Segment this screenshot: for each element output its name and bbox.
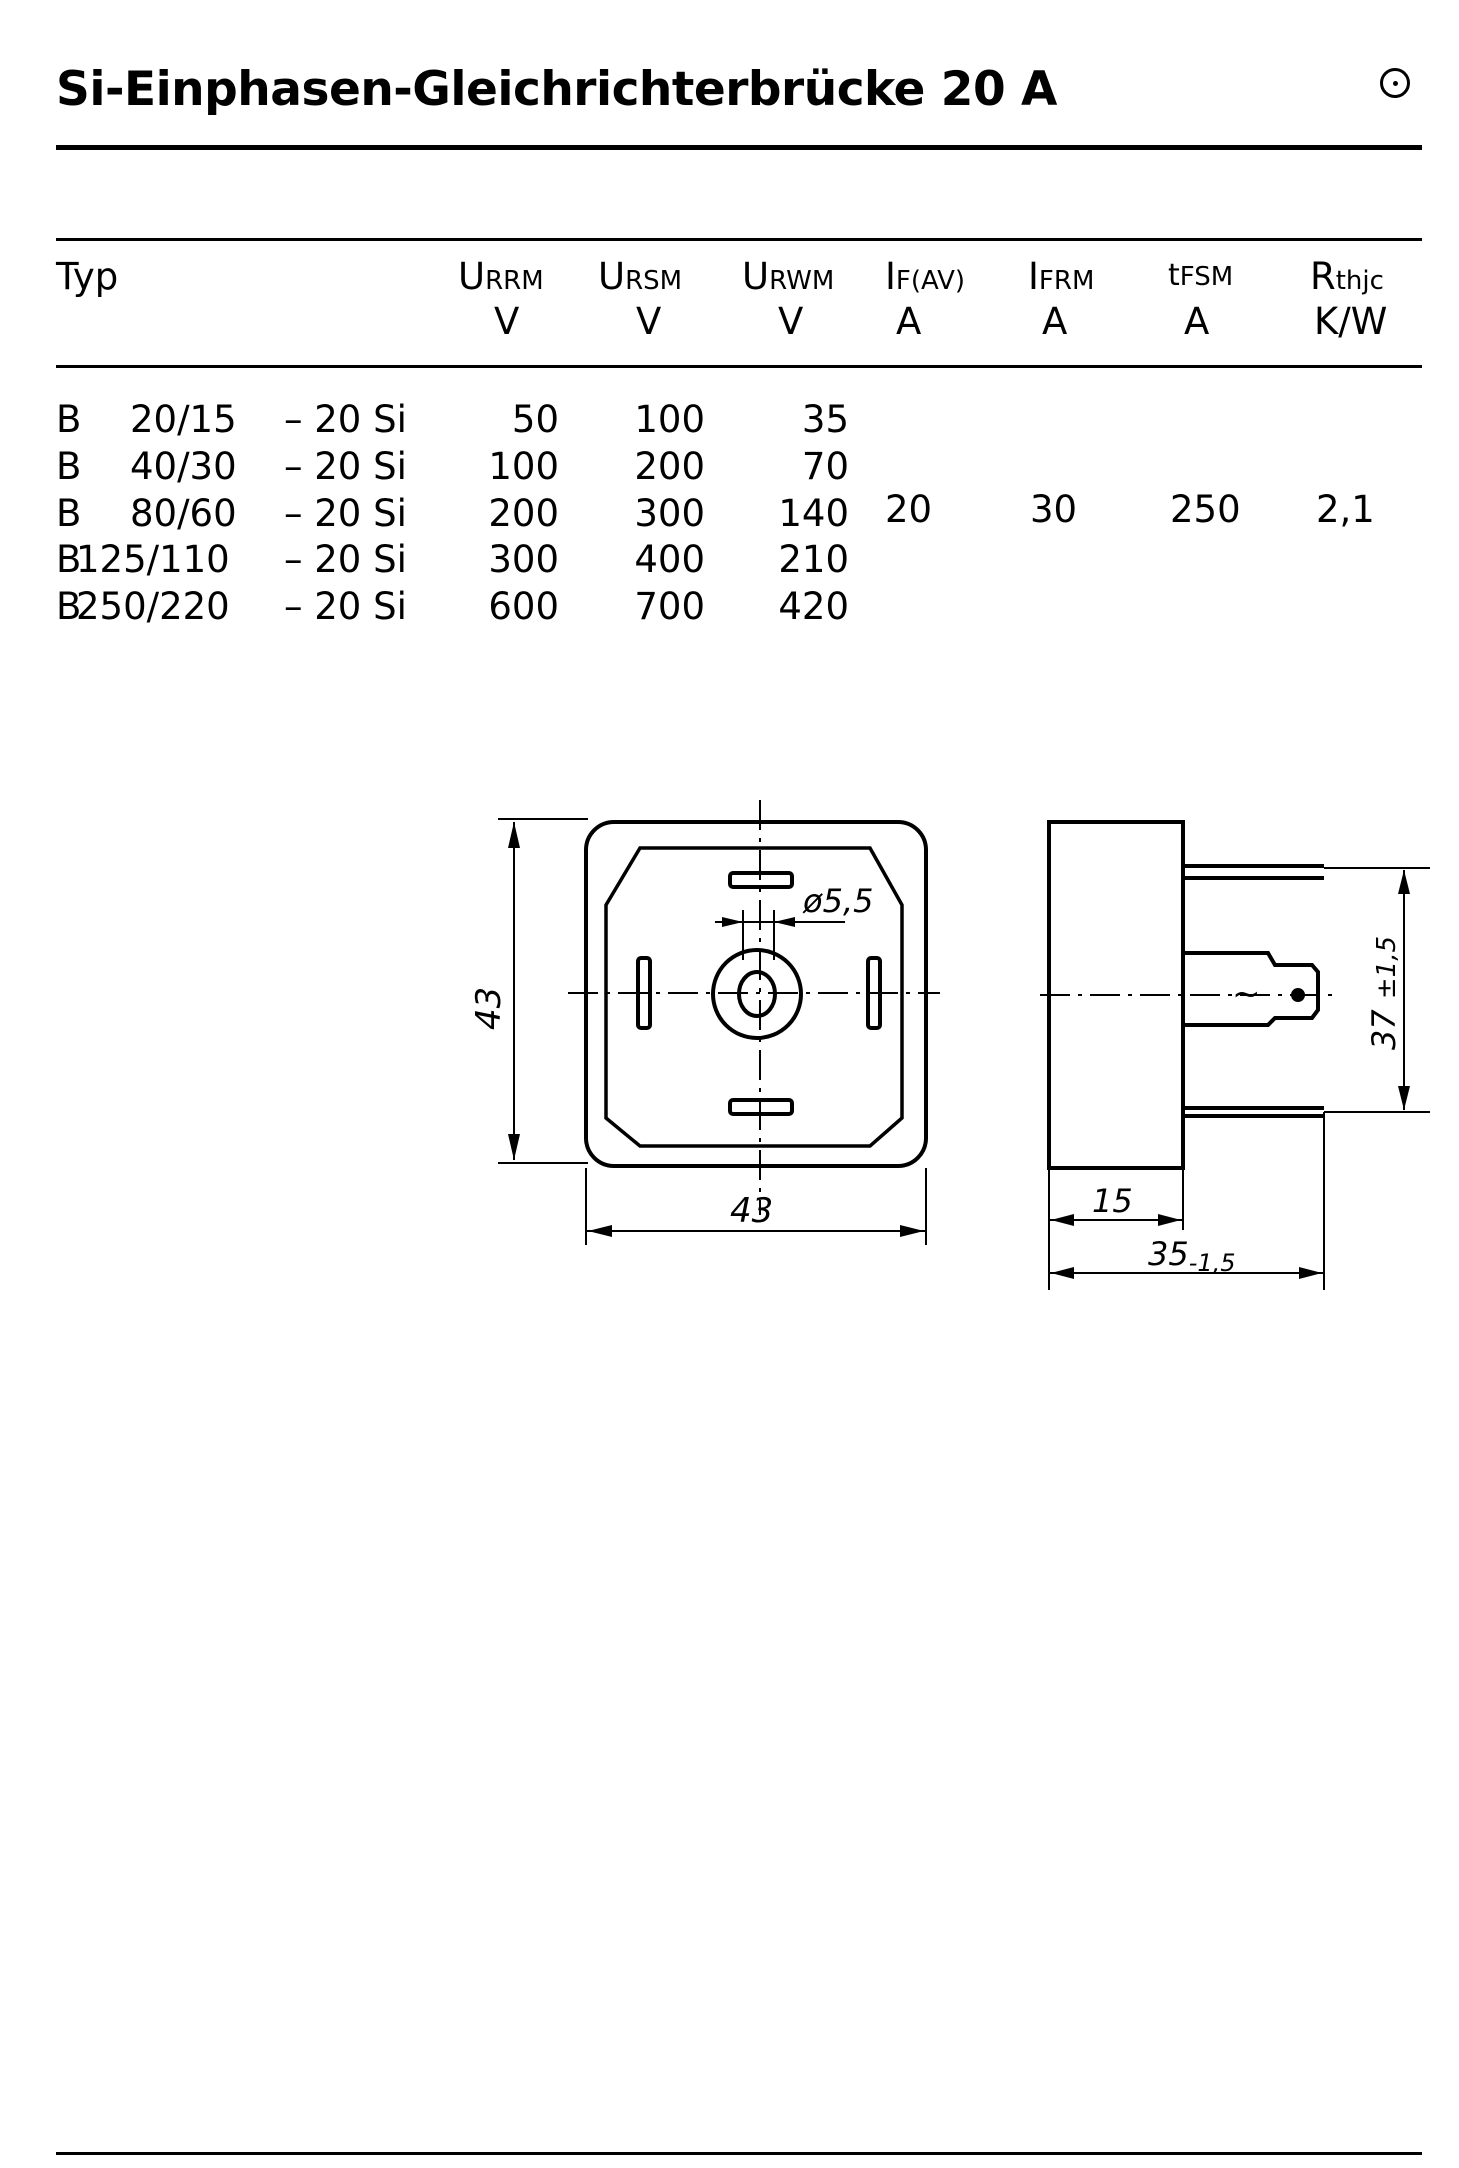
dim-side-total: 35-1,5: [1148, 1235, 1236, 1277]
cell-b: B: [56, 445, 82, 488]
table-header-rule: [56, 365, 1422, 368]
cell-b: B: [56, 492, 82, 535]
header-typ: Typ: [56, 255, 119, 298]
cell-ursm: 300: [634, 492, 705, 535]
front-view: [498, 800, 940, 1245]
cell-ifav: 20: [885, 488, 933, 531]
unit-rthjc: K/W: [1314, 300, 1388, 343]
dim-hole-diameter: ø5,5: [802, 882, 873, 920]
cell-b: B: [56, 398, 82, 441]
cell-typ: 80/60: [130, 492, 237, 535]
unit-urwm: V: [778, 300, 804, 343]
cell-urwm: 420: [778, 585, 849, 628]
cell-urwm: 140: [778, 492, 849, 535]
cell-ursm: 700: [634, 585, 705, 628]
unit-tfsm: A: [1184, 300, 1210, 343]
side-view: [1040, 820, 1430, 1290]
dim-side-depth: 15: [1092, 1182, 1133, 1220]
cell-suffix: – 20 Si: [284, 492, 407, 535]
cell-urwm: 35: [801, 398, 849, 441]
cell-ifrm: 30: [1030, 488, 1078, 531]
header-rthjc: Rthjc: [1310, 255, 1384, 298]
bottom-rule: [56, 2152, 1422, 2155]
unit-ifav: A: [896, 300, 922, 343]
header-urwm: URWM: [742, 255, 835, 298]
cell-tfsm: 250: [1170, 488, 1241, 531]
cell-urwm: 70: [801, 445, 849, 488]
page-title: Si-Einphasen-Gleichrichterbrücke 20 A: [56, 62, 1057, 117]
cell-ursm: 400: [634, 538, 705, 581]
cell-suffix: – 20 Si: [284, 538, 407, 581]
dim-pin-spacing: 37 ±1,5: [1365, 936, 1403, 1050]
cell-b: B: [56, 538, 82, 581]
circle-dot-icon: [1380, 68, 1410, 98]
header-tfsm: tFSM: [1168, 258, 1234, 293]
cell-typ: 125/110: [76, 538, 230, 581]
ac-symbol: ~: [1232, 974, 1261, 1014]
cell-urrm: 50: [511, 398, 559, 441]
unit-urrm: V: [494, 300, 520, 343]
header-ifav: IF(AV): [885, 255, 966, 298]
cell-typ: 250/220: [76, 585, 230, 628]
cell-urrm: 600: [488, 585, 559, 628]
dim-front-height: 43: [469, 987, 509, 1030]
cell-typ: 20/15: [130, 398, 237, 441]
cell-urrm: 100: [488, 445, 559, 488]
cell-suffix: – 20 Si: [284, 585, 407, 628]
cell-urwm: 210: [778, 538, 849, 581]
cell-suffix: – 20 Si: [284, 398, 407, 441]
title-rule: [56, 145, 1422, 150]
side-arrows: [1051, 870, 1410, 1279]
header-ifrm: IFRM: [1028, 255, 1095, 298]
cell-ursm: 100: [634, 398, 705, 441]
front-arrows: [508, 822, 924, 1237]
unit-ursm: V: [636, 300, 662, 343]
dim-front-width: 43: [730, 1191, 773, 1231]
header-ursm: URSM: [598, 255, 683, 298]
cell-rthjc: 2,1: [1316, 488, 1375, 531]
cell-typ: 40/30: [130, 445, 237, 488]
cell-ursm: 200: [634, 445, 705, 488]
cell-urrm: 300: [488, 538, 559, 581]
cell-suffix: – 20 Si: [284, 445, 407, 488]
unit-ifrm: A: [1042, 300, 1068, 343]
cell-b: B: [56, 585, 82, 628]
header-urrm: URRM: [458, 255, 544, 298]
cell-urrm: 200: [488, 492, 559, 535]
table-top-rule: [56, 238, 1422, 241]
